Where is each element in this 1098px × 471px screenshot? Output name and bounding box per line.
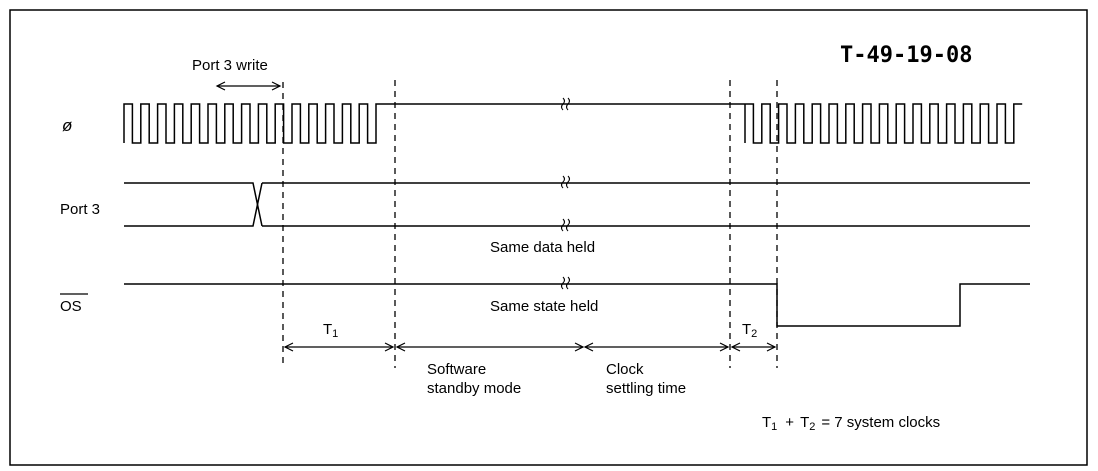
port3-upper-line bbox=[124, 182, 263, 227]
t2-subscript: 2 bbox=[751, 328, 757, 340]
interval-arrows bbox=[283, 342, 777, 352]
formula-t1-letter: T bbox=[762, 414, 771, 431]
formula-t2-sub: 2 bbox=[809, 421, 815, 433]
port3-signal-label: Port 3 bbox=[60, 201, 100, 218]
t1-label: T1 bbox=[323, 321, 338, 340]
formula-plus: + bbox=[785, 414, 794, 431]
clock-settling-label-line2: settling time bbox=[606, 380, 686, 397]
break-marks bbox=[560, 97, 571, 290]
port3-write-label: Port 3 write bbox=[192, 57, 268, 74]
formula-t2-letter: T bbox=[800, 414, 809, 431]
t1-subscript: 1 bbox=[332, 328, 338, 340]
formula-rest: = 7 system clocks bbox=[821, 414, 940, 431]
clock-waveform bbox=[123, 103, 1023, 144]
clock-signal-label: ø bbox=[62, 116, 72, 135]
port3-write-arrow bbox=[215, 81, 282, 91]
port3-lower-line bbox=[124, 182, 263, 227]
timing-formula: T1+T2= 7 system clocks bbox=[762, 414, 940, 433]
clock-settling-label-line1: Clock bbox=[606, 361, 644, 378]
document-stamp: T-49-19-08 bbox=[840, 43, 972, 68]
t1-letter: T bbox=[323, 321, 332, 338]
os-waveform bbox=[124, 283, 1030, 327]
same-state-held-label: Same state held bbox=[490, 298, 598, 315]
standby-mode-label-line2: standby mode bbox=[427, 380, 521, 397]
t2-label: T2 bbox=[742, 321, 757, 340]
diagram-frame bbox=[9, 9, 1088, 466]
formula-t1-sub: 1 bbox=[771, 421, 777, 433]
same-data-held-label: Same data held bbox=[490, 239, 595, 256]
t2-letter: T bbox=[742, 321, 751, 338]
os-signal-label: OS bbox=[60, 298, 82, 315]
standby-mode-label-line1: Software bbox=[427, 361, 486, 378]
